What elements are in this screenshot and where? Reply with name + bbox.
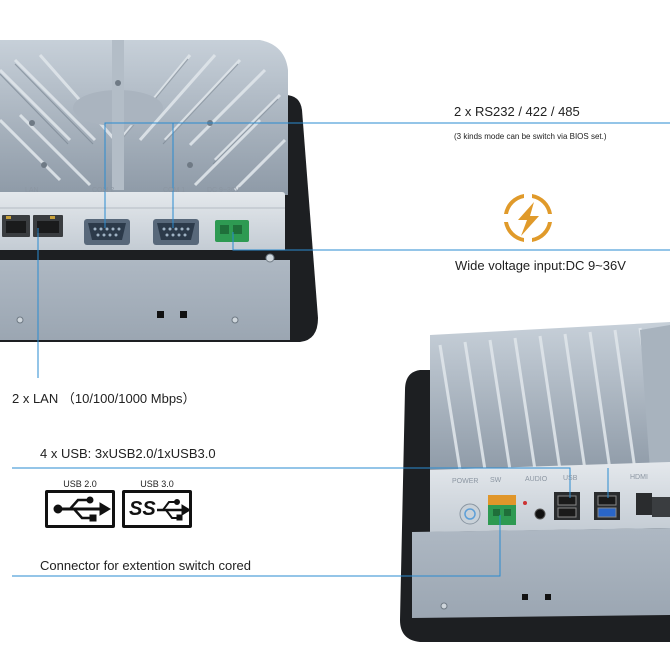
rs232-title: 2 x RS232 / 422 / 485 [454,104,580,119]
port-label-dc: DC 9~36V [207,187,240,194]
lightning-bolt-icon [504,194,552,242]
usb3-logo: SS [122,490,192,528]
port-label-usb: USB [563,475,578,482]
usb-label: 4 x USB: 3xUSB2.0/1xUSB3.0 [40,446,216,461]
lan-label: 2 x LAN （10/100/1000 Mbps） [12,391,196,406]
connector-label: Connector for extention switch cored [40,558,251,573]
usb-trident-icon [53,496,111,522]
top-device [0,40,318,342]
usb3-ss-mark: SS [129,498,156,520]
port-label-sw: SW [490,477,502,484]
leader-lines [12,122,670,577]
bottom-device [400,322,670,642]
port-label-power: POWER [452,478,478,485]
port-label-lan: LAN [25,187,39,194]
port-label-audio: AUDIO [525,476,548,483]
port-label-hdmi: HDMI [630,474,648,481]
usb3-caption: USB 3.0 [140,479,174,489]
usb-trident-icon [157,499,191,521]
port-label-com2: COM 2 [92,187,114,194]
voltage-label: Wide voltage input:DC 9~36V [455,258,626,273]
port-label-com1: COM 1 [163,187,185,194]
usb2-caption: USB 2.0 [63,479,97,489]
usb2-logo [45,490,115,528]
port-labels: LAN COM 2 COM 1 DC 9~36V POWER SW AUDIO … [25,187,648,485]
rs232-note: (3 kinds mode can be switch via BIOS set… [454,132,607,141]
